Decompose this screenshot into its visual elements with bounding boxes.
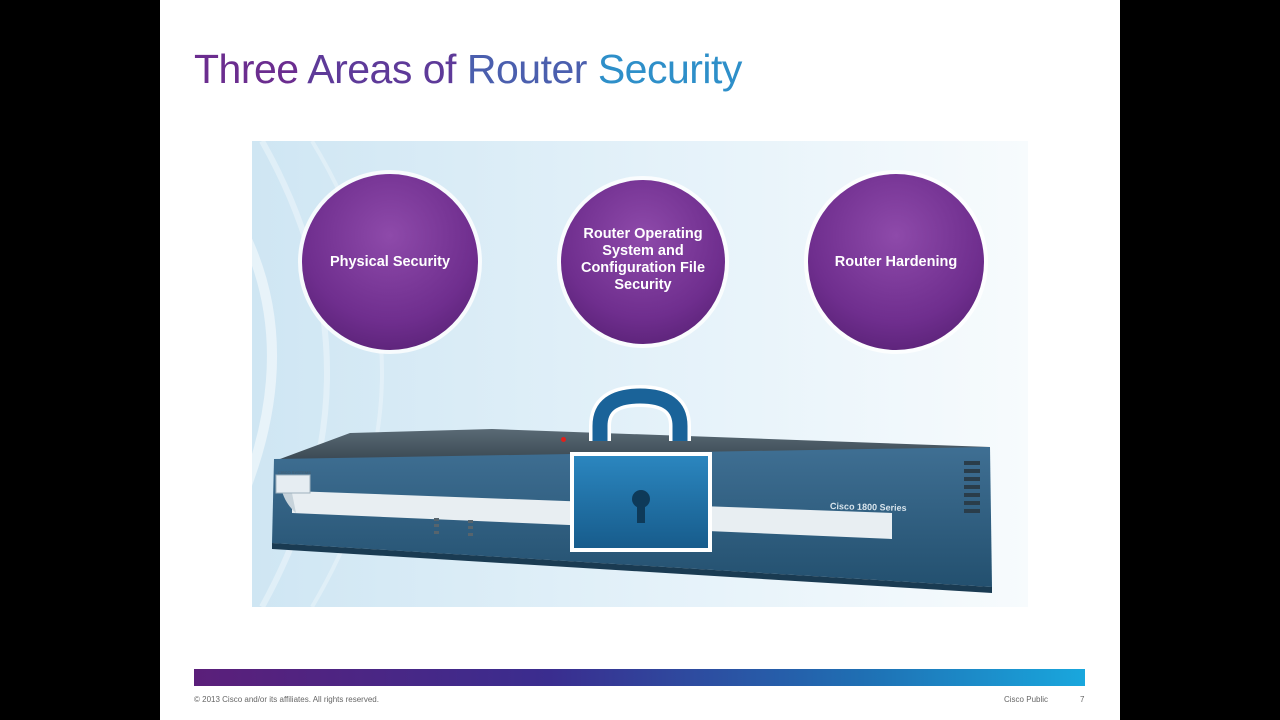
router-model-label: Cisco 1800 Series	[829, 500, 907, 514]
title-word-4: Security	[597, 46, 743, 92]
footer-copyright: © 2013 Cisco and/or its affiliates. All …	[194, 695, 379, 704]
bubble-router-hardening	[804, 170, 988, 354]
slide: Three Areas of Router Security	[160, 0, 1120, 720]
bubble-os-config-security	[557, 176, 729, 348]
title-word-2: Areas of	[307, 46, 456, 92]
slide-title: Three Areas of Router Security	[194, 44, 742, 94]
footer-gradient-bar	[194, 669, 1085, 686]
router-security-illustration: Physical Security Router Operating Syste…	[252, 141, 1028, 607]
bubble-label-physical-security: Physical Security	[329, 254, 451, 270]
router-brand-label: CISCO SYSTEMS	[278, 470, 311, 475]
title-word-3: Router	[466, 46, 588, 92]
bubble-physical-security	[298, 170, 482, 354]
footer-classification: Cisco Public	[1004, 695, 1049, 704]
padlock-icon	[570, 384, 712, 552]
laser-pointer-dot	[561, 437, 566, 442]
bubble-label-os-config-security: Router Operating System and Configuratio…	[580, 226, 706, 293]
bubble-label-router-hardening: Router Hardening	[834, 254, 958, 270]
footer-page-number: 7	[1080, 695, 1085, 704]
title-word-1: Three	[194, 46, 299, 92]
